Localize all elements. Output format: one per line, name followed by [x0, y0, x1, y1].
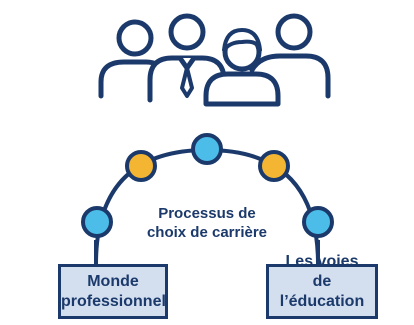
education-paths-line2: de l’éducation	[279, 273, 365, 310]
people-group-icon	[98, 13, 331, 107]
node-right-middle	[258, 150, 290, 182]
node-top	[191, 133, 223, 165]
professional-world-box: Monde professionnel	[58, 264, 168, 319]
professional-world-line2: professionnel	[61, 293, 166, 310]
process-label: Processus de choix de carrière	[132, 204, 282, 242]
node-right-bottom	[302, 206, 334, 238]
process-label-line1: Processus de	[158, 205, 256, 222]
education-paths-box: Les voies de l’éducation	[266, 253, 378, 319]
node-left-middle	[125, 150, 157, 182]
professional-world-line1: Monde	[87, 273, 139, 290]
node-left-bottom	[81, 206, 113, 238]
process-label-line2: choix de carrière	[146, 224, 268, 241]
education-paths-line1: Les voies	[285, 253, 359, 270]
